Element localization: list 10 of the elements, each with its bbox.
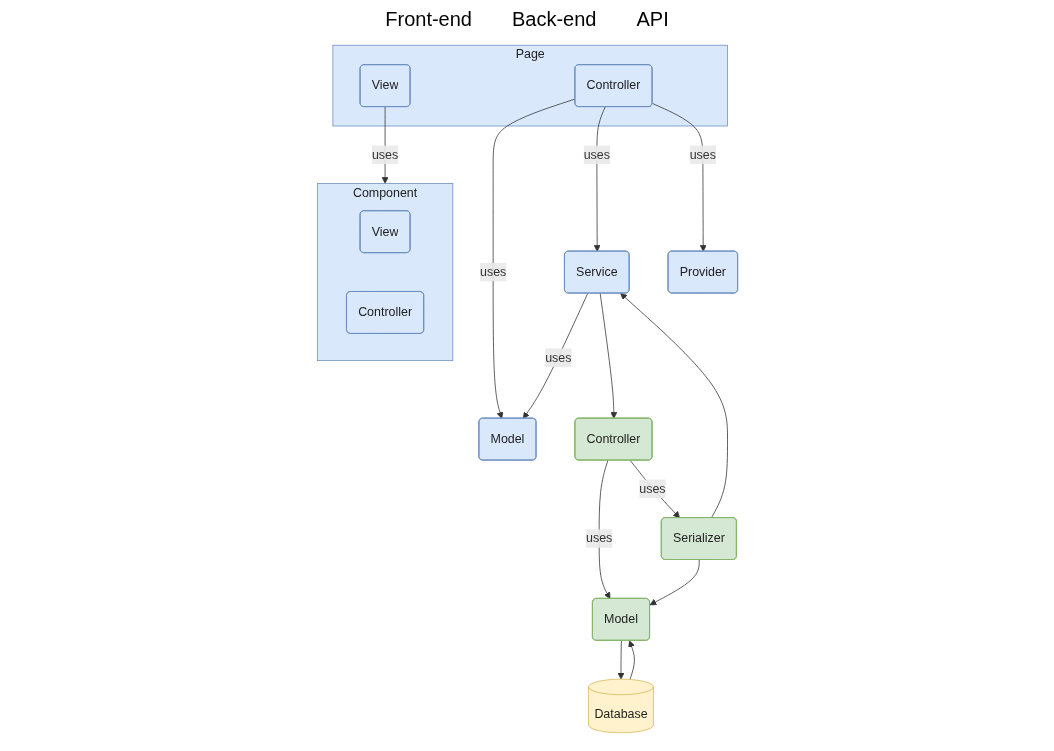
edge-label: uses — [479, 265, 506, 279]
section-label: Front-end — [384, 7, 473, 32]
section-label: API — [635, 7, 670, 32]
section-label: Back-end — [511, 7, 598, 32]
edge-label: uses — [585, 531, 612, 545]
edge-label: uses — [583, 147, 610, 161]
edge-label: uses — [544, 350, 571, 364]
edge-label: uses — [689, 147, 716, 161]
edge-label: uses — [371, 147, 398, 161]
edge-label: uses — [638, 481, 666, 496]
